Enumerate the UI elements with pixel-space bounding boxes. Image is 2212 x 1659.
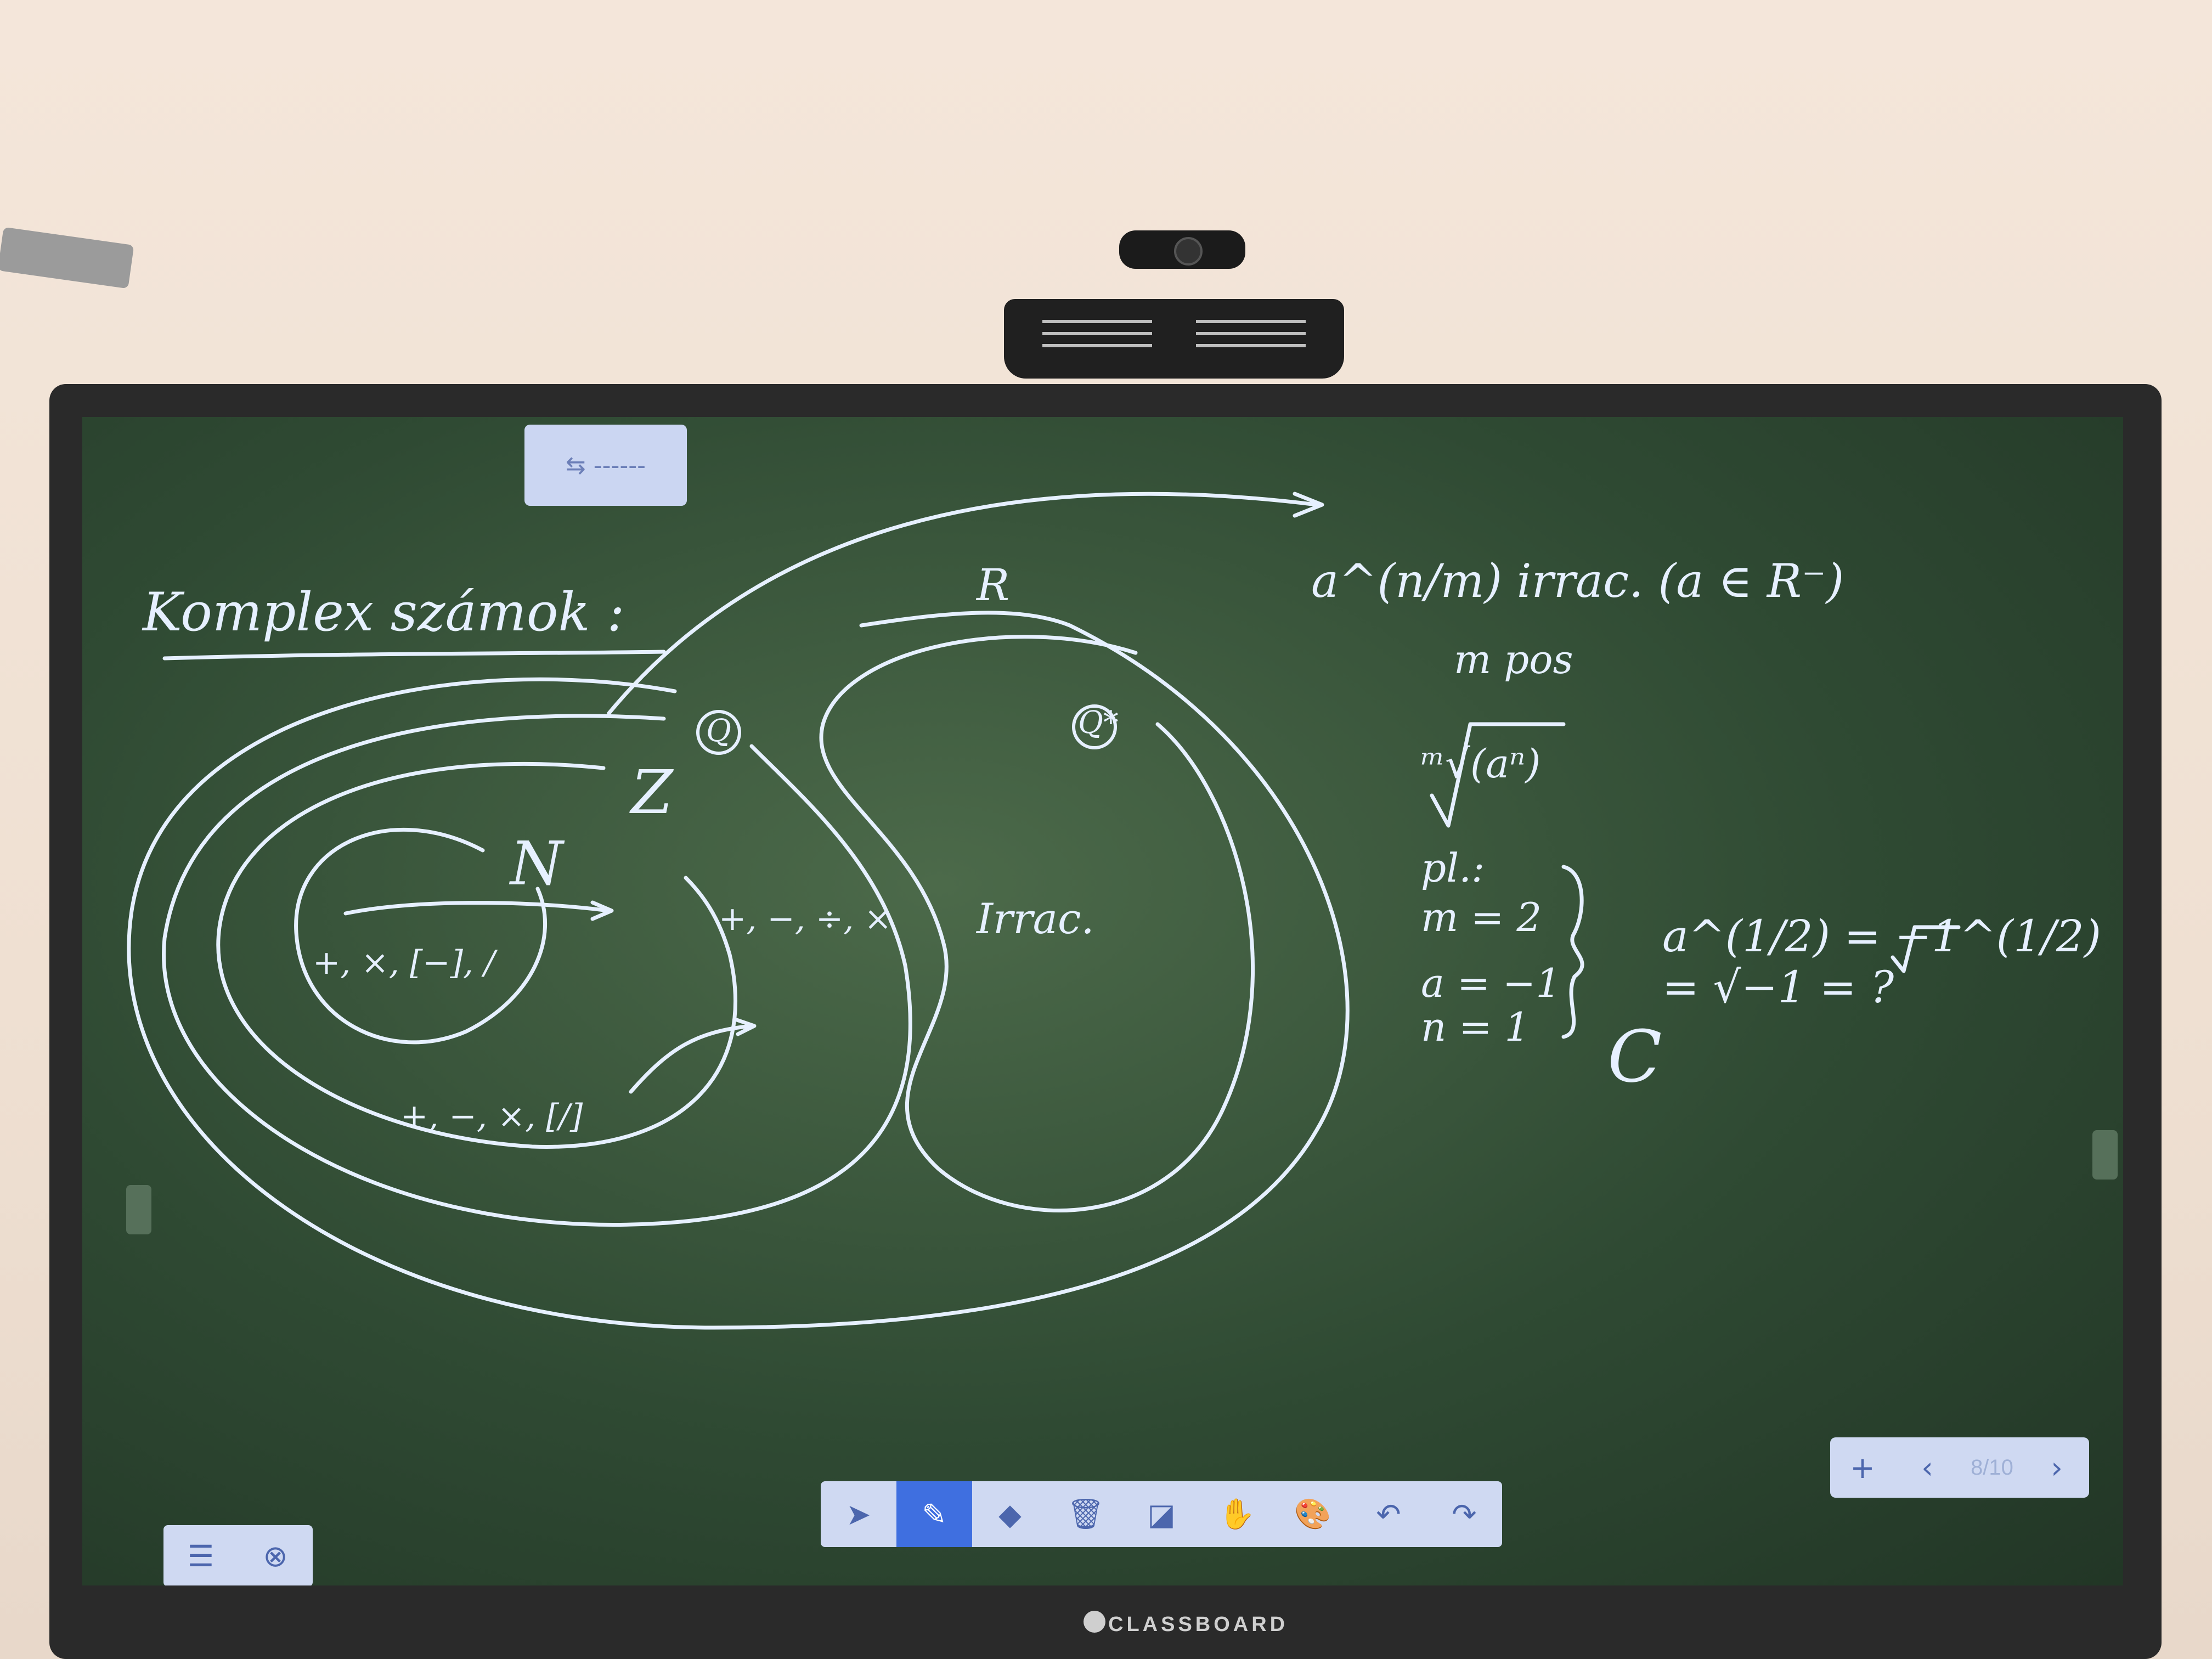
plus-icon: + [1850, 1450, 1875, 1485]
rationals-circle-mark [696, 710, 741, 755]
naturals-set-boundary [294, 827, 547, 1045]
pen-tool-button[interactable]: ✎ [896, 1481, 972, 1547]
brand-label: CLASSBOARD [1108, 1613, 1289, 1636]
brace [1561, 865, 1584, 1039]
left-drawer-tab[interactable] [126, 1185, 151, 1234]
reals-label: R [977, 560, 1010, 611]
page-indicator: 8/10 [1971, 1455, 2013, 1480]
trash-icon: 🗑 [1066, 1497, 1105, 1531]
arrow-naturals [343, 901, 611, 916]
chevron-right-icon: › [2051, 1450, 2063, 1485]
speaker-grill [1042, 332, 1152, 335]
shapes-icon: ◪ [1147, 1497, 1176, 1532]
speaker-grill [1196, 332, 1306, 335]
speaker-grill [1042, 344, 1152, 347]
arrow-integers [629, 1024, 754, 1094]
page-navigator: + ‹ 8/10 › [1830, 1437, 2089, 1498]
shape-tool-button[interactable]: ◪ [1124, 1481, 1199, 1547]
hand-icon: ✋ [1218, 1497, 1256, 1531]
wall-rail [0, 227, 134, 289]
irrationals-label: Q* [1078, 705, 1119, 741]
top-toggle-chip[interactable]: ⇆ ------ [524, 425, 687, 506]
cursor-icon: ➤ [846, 1497, 871, 1532]
reals-set-boundary [162, 714, 912, 1227]
select-tool-button[interactable]: ➤ [821, 1481, 896, 1547]
rationals-set-boundary [216, 761, 737, 1149]
m-pos-note: m pos [1454, 636, 1573, 682]
rationals-label: Q [706, 713, 731, 749]
ink-layer [127, 492, 1961, 1330]
menu-button[interactable]: ☰ [163, 1523, 238, 1585]
right-drawer-tab[interactable] [2092, 1130, 2118, 1180]
next-page-button[interactable]: › [2024, 1435, 2089, 1500]
speaker-grill [1196, 320, 1306, 323]
color-tool-button[interactable]: 🎨 [1275, 1481, 1351, 1547]
brand-logo [1084, 1611, 1105, 1633]
close-icon: ⊗ [263, 1538, 288, 1573]
root-sign [1430, 722, 1566, 828]
redo-icon: ↷ [1452, 1497, 1477, 1532]
webcam-lens [1174, 237, 1203, 266]
eraser-icon: ◆ [998, 1497, 1022, 1532]
naturals-operations: +, ×, [−], / [313, 944, 495, 982]
outer-set-boundary [127, 611, 1350, 1330]
undo-icon: ↶ [1376, 1497, 1401, 1532]
speaker-grill [1196, 344, 1306, 347]
redo-button[interactable]: ↷ [1426, 1481, 1502, 1547]
irrational-set-boundary [819, 635, 1255, 1213]
delete-tool-button[interactable]: 🗑 [1048, 1481, 1124, 1547]
palette-icon: 🎨 [1294, 1497, 1331, 1531]
menu-icon: ☰ [187, 1538, 215, 1573]
drawing-toolbar: ➤ ✎ ◆ 🗑 ◪ ✋ 🎨 ↶ ↷ [821, 1481, 1502, 1547]
naturals-label: N [510, 828, 563, 899]
add-page-button[interactable]: + [1830, 1435, 1895, 1500]
integers-label: Z [631, 757, 673, 827]
hand-tool-button[interactable]: ✋ [1199, 1481, 1275, 1547]
prev-page-button[interactable]: ‹ [1895, 1435, 1960, 1500]
speaker-grill [1042, 320, 1152, 323]
complex-symbol: C [1607, 1015, 1662, 1098]
example-n: n = 1 [1421, 1004, 1530, 1050]
power-line: a^(n/m) irrac. (a ∈ R⁻) [1311, 554, 1844, 608]
irrational-region-label: Irrac. [977, 894, 1094, 943]
example-label: pl.: [1421, 845, 1485, 891]
eraser-tool-button[interactable]: ◆ [972, 1481, 1048, 1547]
speaker-bar [1004, 299, 1344, 379]
pen-icon: ✎ [922, 1497, 947, 1532]
integers-operations: +, −, ×, [/] [400, 1097, 583, 1136]
whiteboard-canvas[interactable]: Komplex számok : N Z Q R Q* Irrac. +, ×,… [82, 417, 2123, 1585]
example-m: m = 2 [1421, 894, 1542, 940]
root-expression: ᵐ√(aⁿ) [1421, 741, 1541, 787]
close-button[interactable]: ⊗ [238, 1523, 313, 1585]
toggle-icon: ⇆ ------ [565, 451, 646, 479]
example-result: a^(1/2) = −1^(1/2) = √−1 = ? [1662, 911, 2101, 1013]
irrationals-circle-mark [1072, 704, 1117, 749]
heading-underline [162, 650, 666, 661]
heading: Komplex számok : [143, 582, 625, 643]
rationals-operations: +, −, ÷, × [719, 900, 892, 938]
left-control-panel: ☰ ⊗ [163, 1525, 313, 1585]
chevron-left-icon: ‹ [1921, 1450, 1933, 1485]
example-a: a = −1 [1421, 960, 1561, 1006]
arrow-to-power [607, 492, 1319, 715]
undo-button[interactable]: ↶ [1351, 1481, 1426, 1547]
